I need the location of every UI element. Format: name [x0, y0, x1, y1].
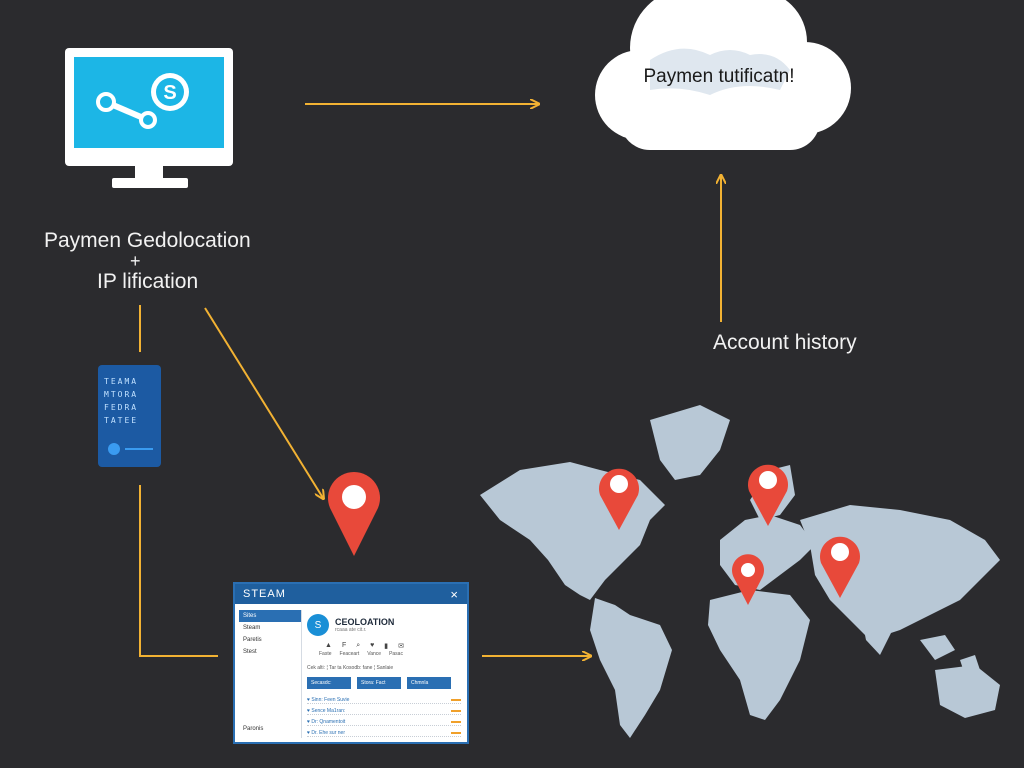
icon-label: Faste	[319, 651, 332, 657]
list-item-text: ♥ Dr: Qnamentoit	[307, 719, 346, 725]
list-item[interactable]: ♥ Dr. Ehe sur ner	[307, 730, 461, 737]
status-bar	[451, 732, 461, 734]
map-pin-asia-icon	[820, 536, 860, 598]
icon-label: Feaceart	[339, 651, 360, 657]
tab-button[interactable]: Stora: Fact	[357, 677, 401, 689]
status-bar	[451, 710, 461, 712]
mail-icon[interactable]: ✉	[398, 643, 405, 650]
shield-icon[interactable]: ♥	[370, 642, 375, 649]
sidebar-item[interactable]: Sites	[239, 610, 301, 622]
log-list: ♥ Sinn: Feen Suvie ♥ Sence Ma1ran: ♥ Dr:…	[307, 697, 461, 737]
tab-row: Secasdc: Stora: Fact Chmnla	[307, 677, 461, 689]
tablet-code-line: TATEE	[104, 416, 139, 425]
sidebar-bottom-item[interactable]: Paronis	[243, 726, 264, 732]
device-icon[interactable]: ▮	[384, 643, 389, 650]
map-pin-scandinavia-icon	[748, 464, 788, 526]
location-pin-icon	[327, 471, 380, 556]
tab-button[interactable]: Chmnla	[407, 677, 451, 689]
plus-sign: +	[130, 251, 141, 271]
list-item-text: ♥ Dr. Ehe sur ner	[307, 730, 345, 736]
steam-main-panel: S CEOLOATION rcaaa ate cit.r. ▲ F ⌕ ♥ ▮ …	[307, 610, 461, 738]
arrows	[139, 104, 721, 657]
search-icon[interactable]: ⌕	[356, 642, 361, 649]
list-item[interactable]: ♥ Sence Ma1ran:	[307, 708, 461, 715]
steam-window-title: STEAM	[243, 588, 286, 600]
sidebar-item[interactable]: Paretis	[243, 637, 262, 643]
geolocation-title: CEOLOATION	[335, 617, 395, 627]
map-pin-europe-icon	[732, 554, 764, 605]
tablet-code-line: MTORA	[104, 390, 139, 399]
steam-logo-icon: S	[307, 614, 329, 636]
geolocation-header: S CEOLOATION rcaaa ate cit.r.	[307, 614, 461, 636]
warning-icon[interactable]: ▲	[325, 642, 332, 649]
icon-row: ▲ F ⌕ ♥ ▮ ✉	[325, 642, 461, 650]
tablet-bar	[125, 448, 153, 450]
info-line: Cek alti: ¦ Tar ta Kosodb: fane ¦ Sanlai…	[307, 665, 394, 671]
steam-titlebar: STEAM ×	[235, 584, 467, 604]
list-item[interactable]: ♥ Sinn: Feen Suvie	[307, 697, 461, 704]
f-icon[interactable]: F	[341, 642, 347, 649]
steam-logo-icon: S	[96, 73, 189, 129]
tablet-button-icon	[108, 443, 120, 455]
map-pin-north-america-icon	[599, 468, 639, 530]
icon-label: Vance	[367, 651, 382, 657]
arrow-label-to-pin	[204, 307, 323, 498]
geolocation-label: Paymen Gedolocation	[44, 229, 251, 252]
ip-verification-label: IP lification	[97, 270, 199, 293]
tablet-code-line: TEAMA	[104, 377, 139, 386]
account-history-label: Account history	[713, 331, 857, 354]
list-item-text: ♥ Sence Ma1ran:	[307, 708, 346, 714]
status-bar	[451, 699, 461, 701]
cloud-icon	[595, 0, 851, 150]
close-icon[interactable]: ×	[450, 586, 459, 602]
icon-labels: Faste Feaceart Vance Pasac	[319, 651, 461, 657]
connector-bottom	[139, 485, 218, 657]
tablet-device: TEAMA MTORA FEDRA TATEE	[98, 365, 161, 467]
svg-text:S: S	[163, 82, 176, 104]
steam-sidebar: Sites Steam Paretis Stest Paronis	[239, 610, 302, 738]
geolocation-subtitle: rcaaa ate cit.r.	[335, 627, 367, 633]
status-bar	[451, 721, 461, 723]
icon-label: Pasac	[389, 651, 403, 657]
steam-window: STEAM × Sites Steam Paretis Stest Paroni…	[233, 582, 469, 744]
tablet-code-line: FEDRA	[104, 403, 139, 412]
sidebar-item[interactable]: Steam	[243, 625, 261, 631]
tab-button[interactable]: Secasdc:	[307, 677, 351, 689]
list-item[interactable]: ♥ Dr: Qnamentoit	[307, 719, 461, 726]
sidebar-item[interactable]: Stest	[243, 649, 257, 655]
monitor-icon: S	[65, 48, 233, 188]
list-item-text: ♥ Sinn: Feen Suvie	[307, 697, 350, 703]
cloud-label: Paymen tutificatn!	[643, 66, 795, 87]
